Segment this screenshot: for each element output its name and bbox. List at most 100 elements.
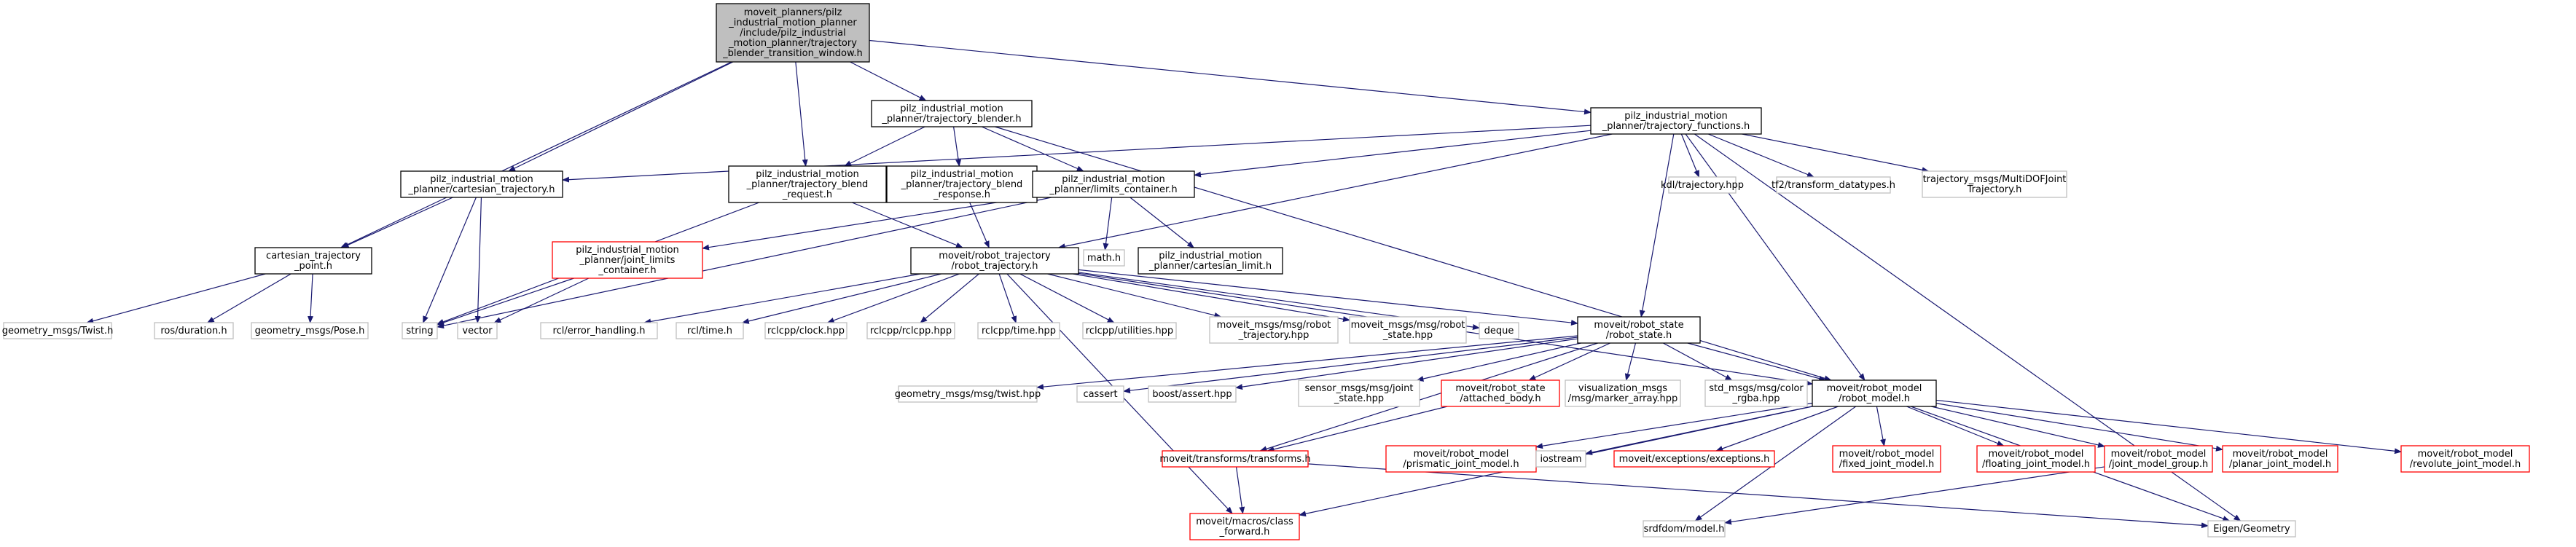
edge-robot_model-to-srdfdom [1694,406,1857,522]
node-math[interactable]: math.h [1083,249,1125,267]
edge-robot_model-to-fixed_joint [1876,406,1886,446]
node-msg-robot-state[interactable]: moveit_msgs/msg/robot_state.hpp [1349,316,1467,344]
edge-robot_traj-to-msg_robot_state [1073,273,1350,323]
node-label-line: geometry_msgs/Twist.h [2,326,114,337]
node-label-line: rcl/time.h [687,326,732,337]
node-floating-joint[interactable]: moveit/robot_model/floating_joint_model.… [1976,445,2096,473]
node-box [910,247,1079,275]
node-box [3,322,112,339]
node-box [1643,520,1726,538]
node-label-line: kdl/trajectory.hpp [1661,180,1744,191]
node-twist[interactable]: geometry_msgs/Twist.h [2,322,114,339]
node-blend-response[interactable]: pilz_industrial_motion_planner/trajector… [886,165,1038,203]
node-label-line: _planner/trajectory_blender.h [881,114,1021,125]
node-label-line: _motion_planner/trajectory [728,38,857,49]
node-label-line: _blender_transition_window.h [722,48,863,59]
node-box [1832,445,1941,473]
node-kdl[interactable]: kdl/trajectory.hpp [1661,176,1744,194]
node-rcl-error[interactable]: rcl/error_handling.h [540,322,658,339]
node-label-line: rclcpp/time.hpp [982,326,1056,337]
node-joint-limits[interactable]: pilz_industrial_motion_planner/joint_lim… [552,241,703,279]
edge-cart_point-to-pose [308,273,314,323]
node-ros-duration[interactable]: ros/duration.h [154,322,234,339]
node-boost-assert[interactable]: boost/assert.hpp [1148,385,1237,403]
node-revolute-joint[interactable]: moveit/robot_model/revolute_joint_model.… [2400,445,2530,473]
node-label-line: pilz_industrial_motion [910,169,1014,180]
edge-cart_traj-to-cart_point [341,197,453,248]
node-exceptions[interactable]: moveit/exceptions/exceptions.h [1613,450,1775,468]
node-label-line: moveit_planners/pilz [744,7,842,18]
node-label-line: pilz_industrial_motion [756,169,859,180]
edge-robot_traj-to-msg_robot_traj [1047,273,1222,318]
node-limits-container[interactable]: pilz_industrial_motion_planner/limits_co… [1032,170,1195,198]
edge-traj_blender-to-blend_response [953,126,962,167]
node-vis-marker[interactable]: visualization_msgs/msg/marker_array.hpp [1565,379,1681,407]
edge-transforms-to-eigen [1307,463,2209,529]
node-cart-point[interactable]: cartesian_trajectory_point.h [254,247,372,275]
node-joint-group[interactable]: moveit/robot_model/joint_model_group.h [2104,445,2213,473]
node-rclcpp-rclcpp[interactable]: rclcpp/rclcpp.hpp [866,322,955,339]
node-srdfdom[interactable]: srdfdom/model.h [1643,520,1726,538]
node-std-color[interactable]: std_msgs/msg/color_rgba.hpp [1704,379,1808,407]
node-label-line: moveit/robot_state [1594,320,1683,331]
node-box [1922,170,2067,198]
node-string[interactable]: string [402,322,438,339]
node-rcl-time[interactable]: rcl/time.h [676,322,744,339]
node-deque[interactable]: deque [1479,322,1519,339]
node-rclcpp-util[interactable]: rclcpp/utilities.hpp [1082,322,1177,339]
node-label-line: pilz_industrial_motion [900,103,1003,114]
node-robot-traj[interactable]: moveit/robot_trajectory/robot_trajectory… [910,247,1079,275]
node-fixed-joint[interactable]: moveit/robot_model/fixed_joint_model.h [1832,445,1941,473]
edge-traj_functions-to-limits_container [1194,130,1592,178]
node-multidof[interactable]: trajectory_msgs/MultiDOFJointTrajectory.… [1922,170,2067,198]
node-label-line: /joint_model_group.h [2109,459,2209,470]
node-robot-state[interactable]: moveit/robot_state/robot_state.h [1577,316,1701,344]
node-label-line: /planar_joint_model.h [2229,459,2331,470]
node-robot-model[interactable]: moveit/robot_model/robot_model.h [1812,379,1937,407]
node-box [552,241,703,279]
node-planar-joint[interactable]: moveit/robot_model/planar_joint_model.h [2222,445,2338,473]
node-class-forward[interactable]: moveit/macros/class_forward.h [1189,513,1300,540]
node-geom-twist-hpp[interactable]: geometry_msgs/msg/twist.hpp [895,385,1041,403]
node-rclcpp-time[interactable]: rclcpp/time.hpp [977,322,1060,339]
node-cart-traj[interactable]: pilz_industrial_motion_planner/cartesian… [400,170,563,198]
node-label-line: _planner/limits_container.h [1049,184,1177,195]
edge-robot_model-to-joint_group [1930,406,2105,448]
edge-limits_container-to-cart_limit [1130,197,1194,248]
node-transforms[interactable]: moveit/transforms/transforms.h [1159,450,1311,468]
node-msg-robot-traj[interactable]: moveit_msgs/msg/robot_trajectory.hpp [1209,316,1339,344]
edge-robot_model-to-floating_joint [1906,406,2005,446]
edge-traj_functions-to-kdl [1680,133,1700,178]
node-prismatic[interactable]: moveit/robot_model/prismatic_joint_model… [1385,445,1537,473]
node-cart-limit[interactable]: pilz_industrial_motion_planner/cartesian… [1138,247,1283,275]
node-label-line: /prismatic_joint_model.h [1403,459,1519,470]
node-traj-blender[interactable]: pilz_industrial_motion_planner/trajector… [871,100,1033,127]
edge-robot_traj-to-rclcpp_util [1019,273,1115,323]
node-label-line: visualization_msgs [1578,383,1667,394]
node-pose[interactable]: geometry_msgs/Pose.h [251,322,369,339]
node-rclcpp-clock[interactable]: rclcpp/clock.hpp [764,322,847,339]
node-root[interactable]: moveit_planners/pilz_industrial_motion_p… [716,3,870,63]
node-cassert[interactable]: cassert [1076,385,1124,403]
edge-cart_point-to-ros_duration [206,273,291,323]
node-traj-functions[interactable]: pilz_industrial_motion_planner/trajector… [1590,107,1762,135]
node-box [1590,107,1762,135]
node-label-line: /fixed_joint_model.h [1839,459,1934,470]
node-box [1613,450,1775,468]
edge-robot_model-to-planar_joint [1935,403,2223,452]
node-tf2[interactable]: tf2/transform_datatypes.h [1772,176,1895,194]
node-iostream[interactable]: iostream [1535,450,1586,468]
node-sensor-joint[interactable]: sensor_msgs/msg/joint_state.hpp [1298,379,1420,407]
node-blend-request[interactable]: pilz_industrial_motion_planner/trajector… [728,165,887,203]
edge-root-to-blend_request [795,61,808,167]
node-eigen[interactable]: Eigen/Geometry [2207,520,2296,538]
node-attached-body[interactable]: moveit/robot_state/attached_body.h [1441,379,1560,407]
node-vector[interactable]: vector [457,322,498,339]
node-box [1812,379,1937,407]
node-label-line: rclcpp/clock.hpp [767,326,845,337]
node-label-line: _container.h [598,265,656,276]
node-label-line: _trajectory.hpp [1238,330,1309,341]
node-label-line: cassert [1083,389,1117,400]
edge-robot_state-to-std_color [1663,342,1733,381]
